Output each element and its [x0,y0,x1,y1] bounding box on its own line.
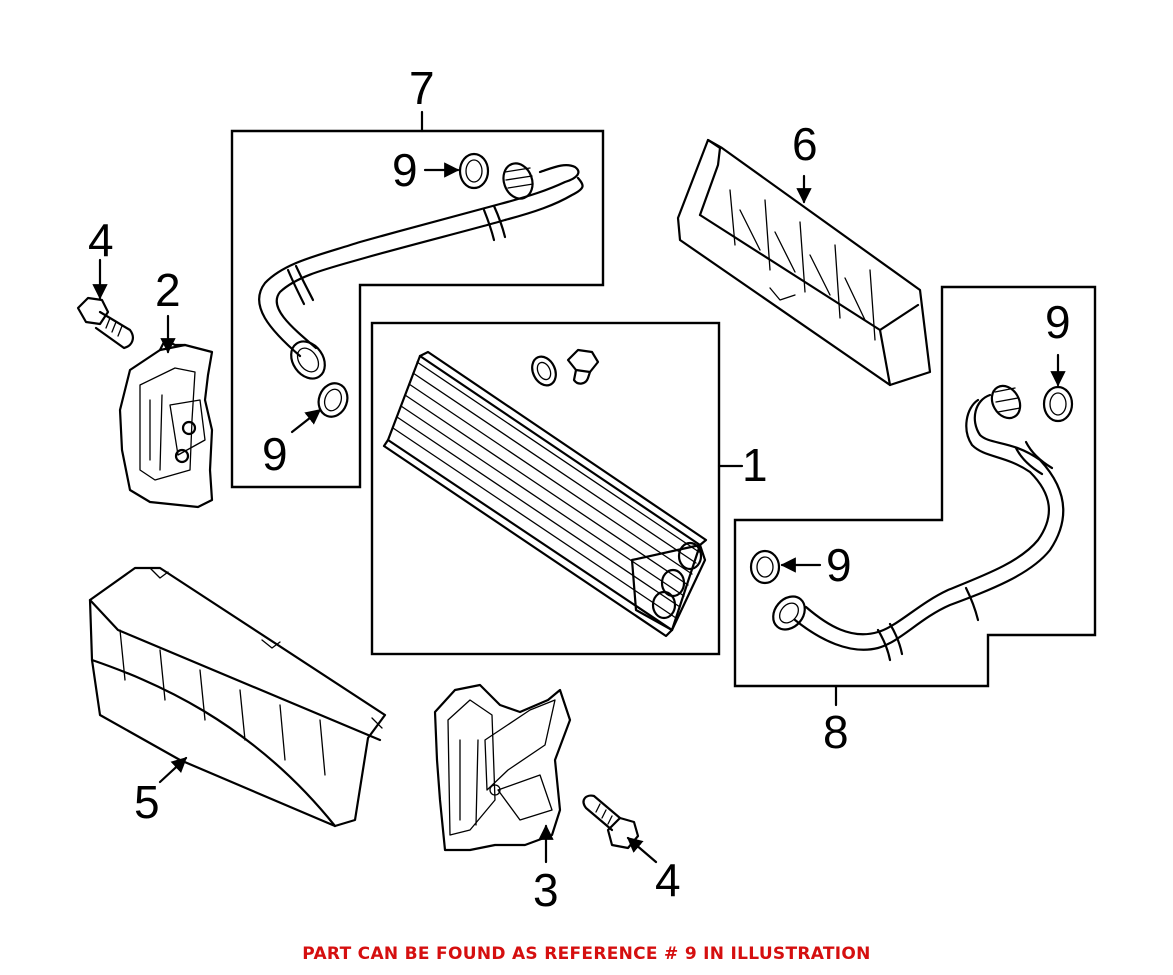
drain-plug [531,348,600,387]
leader-lines [92,162,1066,864]
coolant-hose-lower [772,384,1065,662]
seal-ring-right-top [1042,385,1074,423]
group-box-1 [370,321,744,656]
callout-part-4-upper: 4 [88,214,114,266]
seal-ring-top [458,152,490,190]
callout-part-4-lower: 4 [655,854,681,906]
callout-part-8: 8 [823,706,849,758]
callout-part-9-right-mid: 9 [826,539,852,591]
mounting-bracket-left [118,338,214,509]
seal-ring-right-mid [749,549,781,585]
group-box-8 [733,285,1097,707]
seal-ring-left [317,382,349,418]
callout-part-5: 5 [134,776,160,828]
callout-part-6: 6 [792,118,818,170]
bolt-upper [76,296,134,350]
callout-part-9-right-top: 9 [1045,296,1071,348]
air-duct-upper [676,138,932,387]
group-box-7 [230,110,605,489]
intercooler-radiator [382,350,708,638]
coolant-hose-upper [258,162,584,380]
callout-part-9-top: 9 [392,144,418,196]
bolt-lower [582,794,640,850]
reference-note: PART CAN BE FOUND AS REFERENCE # 9 IN IL… [302,944,871,964]
air-duct-lower [88,566,387,828]
callout-part-1: 1 [742,439,768,491]
callout-part-7: 7 [409,62,435,114]
callout-part-3: 3 [533,864,559,916]
callout-part-2: 2 [155,264,181,316]
callout-part-9-left: 9 [262,428,288,480]
mounting-bracket-lower [433,683,572,852]
